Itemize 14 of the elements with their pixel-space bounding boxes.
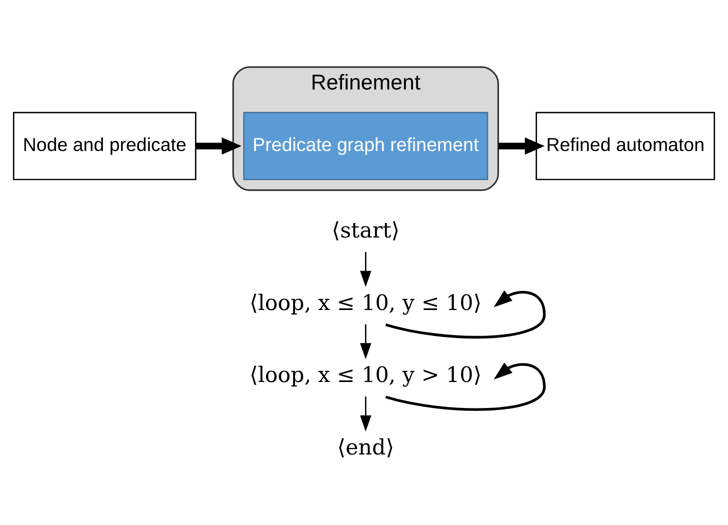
- node-text: ⟨loop, x ≤ 10, y > 10⟩: [250, 363, 482, 388]
- arrow: [196, 137, 242, 155]
- arrow: [385, 362, 546, 411]
- node-text: ⟨end⟩: [337, 435, 394, 460]
- arrow: [360, 324, 372, 360]
- node-box: Node and predicate: [12, 112, 196, 180]
- node-box: Refined automaton: [536, 112, 716, 180]
- node-box: Predicate graph refinement: [243, 112, 488, 180]
- arrow: [360, 252, 372, 287]
- node-text: ⟨start⟩: [332, 218, 400, 244]
- node-text: ⟨loop, x ≤ 10, y ≤ 10⟩: [250, 290, 482, 316]
- arrow: [498, 137, 545, 155]
- arrow: [385, 290, 546, 339]
- arrow: [360, 396, 372, 432]
